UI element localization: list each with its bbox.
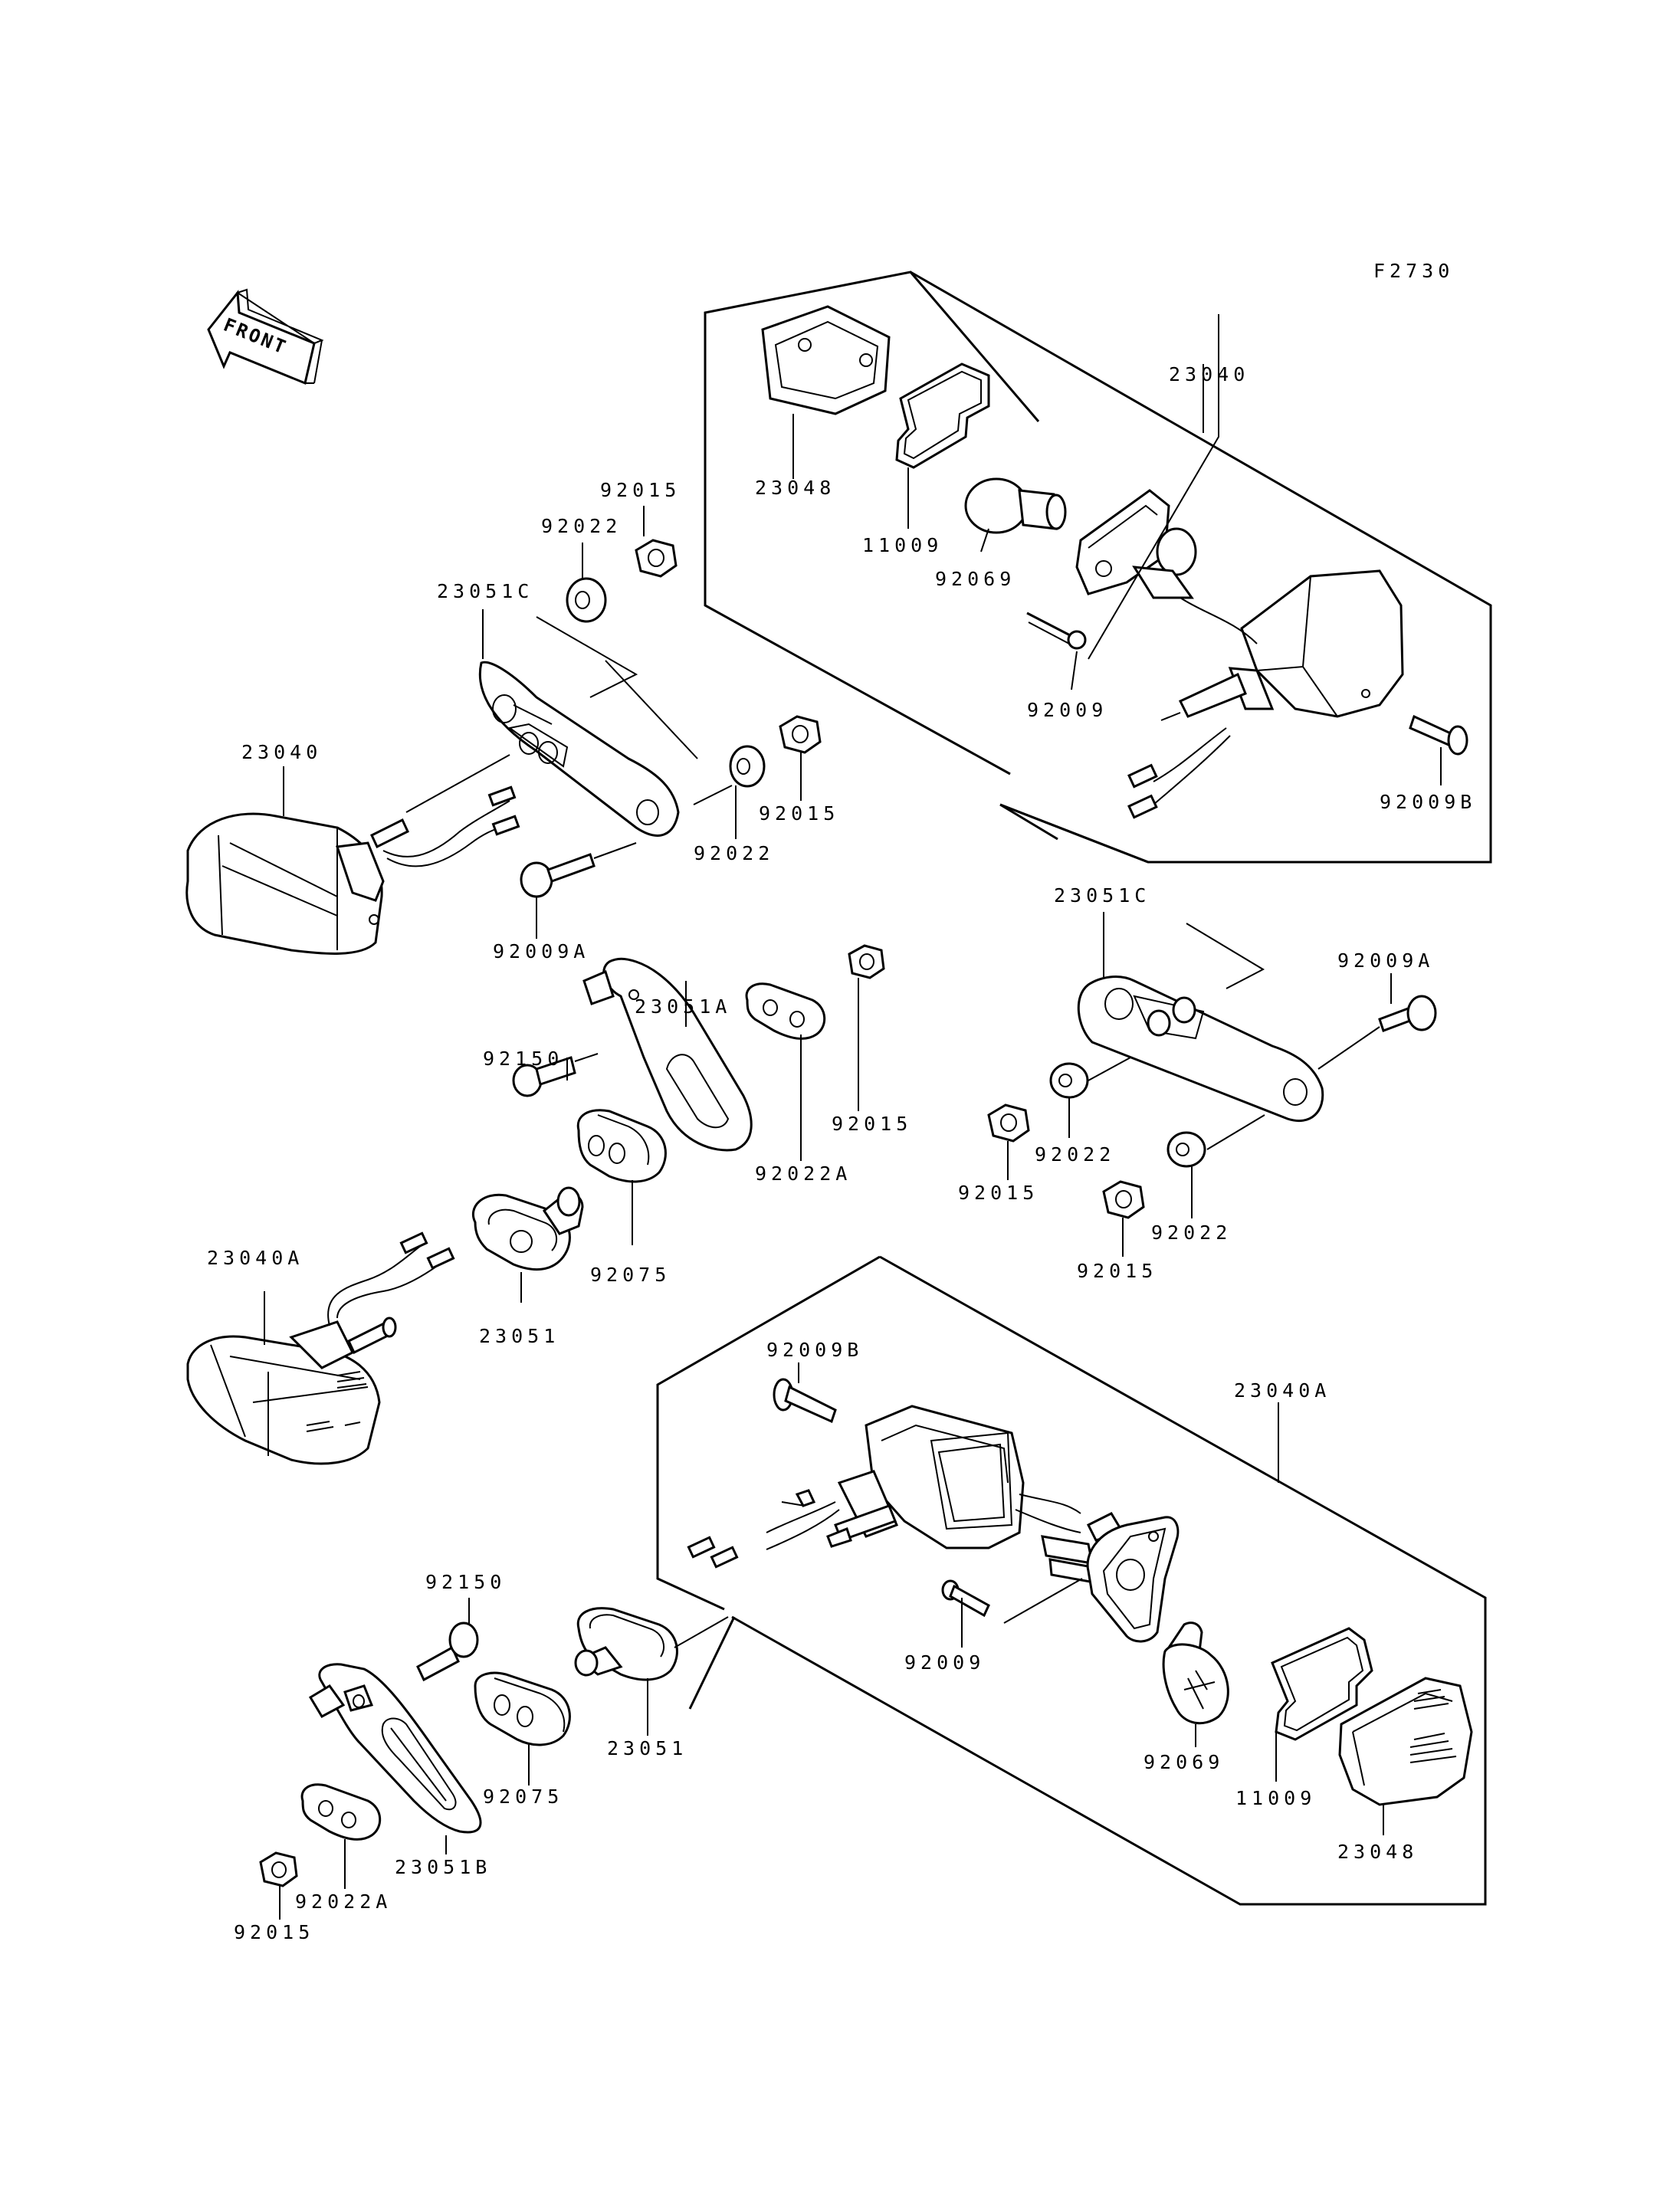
- callout-92015-mid: 92015: [832, 1113, 912, 1135]
- housing-23040-left: [185, 754, 520, 955]
- callout-92009B-top-right: 92009B: [1380, 791, 1476, 813]
- screw-92009A-right: [1317, 995, 1437, 1070]
- callout-23040A-mid: 23040A: [207, 1247, 304, 1269]
- plate-92022A-mid: [745, 982, 826, 1040]
- grommet-92075-bottom: [474, 1671, 571, 1746]
- spacer-23051-bottom: [574, 1607, 678, 1681]
- callout-92015-mid-left: 92015: [759, 802, 839, 825]
- nut-92015-right-b: [1102, 1180, 1145, 1219]
- top-right-signal-assembly: 23040 23048 11009 92069 92009 92009B: [704, 271, 1492, 864]
- screw-92009-top: [1026, 612, 1087, 650]
- callout-92069-bottom-right: 92069: [1144, 1751, 1224, 1773]
- callout-92022-right-b: 92022: [1151, 1221, 1232, 1244]
- bottom-right-signal-assembly: 92009B 23040A 92009 92069 11009 23048: [656, 1255, 1487, 1906]
- callout-92022A-mid: 92022A: [755, 1162, 851, 1185]
- callout-92009A-left: 92009A: [493, 940, 589, 962]
- screw-92009B-top: [1409, 714, 1468, 756]
- screw-92009B-bottom: [773, 1378, 837, 1424]
- callout-23040-left: 23040: [241, 741, 322, 763]
- bracket-23051C-right: [1077, 976, 1324, 1123]
- callout-92015-top-left: 92015: [600, 479, 681, 501]
- callout-92150-mid: 92150: [483, 1048, 563, 1070]
- callout-23051B-bottom-left: 23051B: [395, 1856, 491, 1878]
- callout-23051C-left: 23051C: [437, 580, 533, 602]
- callout-92150-bottom-left: 92150: [425, 1571, 506, 1593]
- screw-92009A-left: [520, 842, 637, 898]
- callout-11009-bottom-right: 11009: [1235, 1787, 1316, 1809]
- washer-92022-right-b: [1166, 1131, 1206, 1168]
- washer-92022-mid-left: [729, 745, 766, 788]
- callout-23051C-right: 23051C: [1054, 884, 1150, 907]
- nut-92015-bottom: [259, 1851, 298, 1887]
- callout-92009-top-right: 92009: [1027, 699, 1107, 721]
- nut-92015-mid-left: [779, 715, 822, 754]
- figure-code: F2730: [1373, 260, 1454, 282]
- callout-92009A-right: 92009A: [1337, 949, 1434, 972]
- callout-92022A-bottom-left: 92022A: [295, 1890, 392, 1913]
- callout-23048-bottom-right: 23048: [1337, 1841, 1418, 1863]
- housing-23040A-bottom: [687, 1405, 1125, 1584]
- left-top-signal-assembly: 92015 92022 23051C 23040 92015 92022 920…: [185, 479, 839, 962]
- callout-92015-right-b: 92015: [1077, 1260, 1157, 1282]
- lens-23048-top: [761, 305, 891, 415]
- gasket-11009-bottom: [1271, 1627, 1373, 1741]
- screw-92009-bottom: [941, 1578, 1083, 1624]
- bulb-92069-top: [964, 477, 1067, 534]
- callout-92015-bottom-left: 92015: [234, 1921, 314, 1943]
- callout-92075-mid: 92075: [590, 1264, 671, 1286]
- callout-23040-top-right: 23040: [1169, 363, 1249, 385]
- washer-92022-right-a: [1049, 1062, 1089, 1099]
- mid-front-signal-assembly: 23051A 92150 92015 92022A 92075 23051 23…: [186, 944, 912, 1465]
- callout-23048-top-right: 23048: [755, 477, 835, 499]
- front-direction-arrow: FRONT: [207, 288, 324, 385]
- housing-23040A-mid: [186, 1231, 455, 1465]
- socket-housing-bottom: [1086, 1516, 1180, 1643]
- right-mid-bracket-assembly: 23051C 92009A 92022 92015 92022 92015: [958, 884, 1437, 1282]
- lens-23048-bottom: [1338, 1677, 1473, 1806]
- callout-92022-mid-left: 92022: [694, 842, 774, 864]
- socket-housing-top: [1075, 489, 1197, 599]
- housing-23040-top: [1127, 569, 1404, 819]
- callout-23051-mid: 23051: [479, 1325, 559, 1347]
- grommet-92075-mid: [576, 1109, 667, 1183]
- callout-92075-bottom-left: 92075: [483, 1785, 563, 1808]
- callout-23051A-mid: 23051A: [635, 995, 731, 1018]
- bracket-23051B-bottom: [308, 1663, 482, 1834]
- nut-92015-mid: [848, 944, 885, 979]
- callout-92069-top-right: 92069: [935, 568, 1016, 590]
- spacer-23051-mid: [471, 1186, 584, 1271]
- callout-23040A-bottom-right: 23040A: [1234, 1379, 1331, 1402]
- callout-92022-top-left: 92022: [541, 515, 622, 537]
- nut-92015-top-left: [635, 539, 678, 578]
- bottom-left-bracket-assembly: 92150 92075 23051 23051B 92022A 92015: [234, 1571, 729, 1943]
- washer-92022-top-left: [566, 577, 607, 623]
- callout-92009-bottom-right: 92009: [904, 1651, 985, 1674]
- screw-92150-bottom: [416, 1622, 479, 1682]
- callout-11009-top-right: 11009: [862, 534, 943, 556]
- nut-92015-right-a: [987, 1103, 1030, 1143]
- screw-92150-mid: [512, 1053, 599, 1097]
- bracket-23051A-mid: [582, 957, 753, 1152]
- bracket-23051C-left: [478, 661, 680, 837]
- callout-92022-right-a: 92022: [1035, 1143, 1115, 1166]
- plate-92022A-bottom: [300, 1783, 382, 1841]
- callout-92009B-bottom-right: 92009B: [766, 1339, 863, 1361]
- gasket-11009-top: [895, 362, 990, 469]
- callout-92015-right-a: 92015: [958, 1182, 1039, 1204]
- callout-23051-bottom-left: 23051: [607, 1737, 687, 1759]
- bulb-92069-bottom: [1162, 1622, 1229, 1725]
